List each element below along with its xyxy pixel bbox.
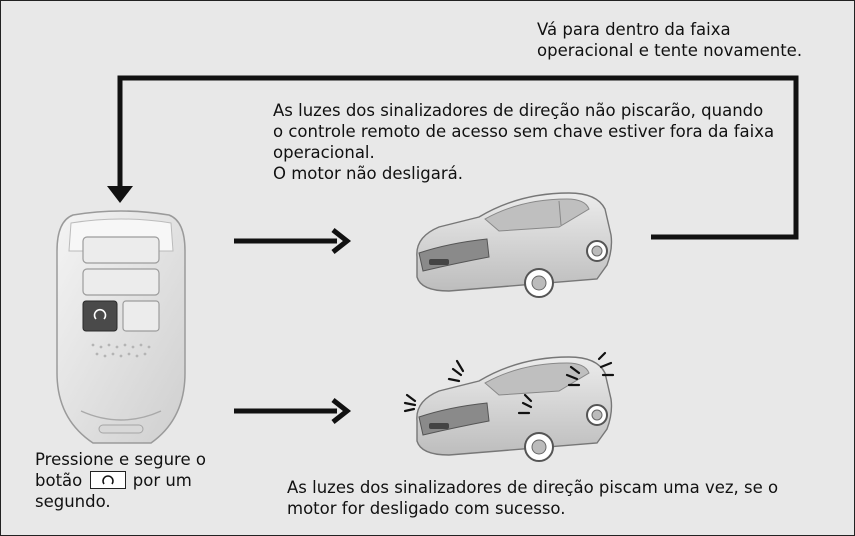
engine-stop-button-icon [89,471,126,489]
car-icon [416,356,613,462]
car-icon [416,192,613,298]
text-fragment: por um [132,471,192,490]
retry-instruction-text: Vá para dentro da faixa operacional e te… [537,19,802,61]
engine-stop-button-icon [82,300,118,332]
turn-signal-flash-icon [597,351,615,377]
text-line: motor for desligado com sucesso. [287,499,566,518]
text-line: botão por um [35,470,206,491]
press-hold-instruction: Pressione e segure o botão por um segund… [35,449,206,512]
flash-description: As luzes dos sinalizadores de direção pi… [287,477,778,519]
text-line: operacional e tente novamente. [537,41,803,60]
right-arrow-icon [234,228,352,254]
text-line: As luzes dos sinalizadores de direção pi… [287,478,779,497]
return-loop-line [107,75,799,240]
text-fragment: botão [35,471,83,490]
text-line: As luzes dos sinalizadores de direção nã… [273,101,764,120]
turn-signal-flash-icon [565,365,581,387]
turn-signal-flash-icon [517,393,533,415]
text-line: Pressione e segure o [35,450,206,469]
text-line: segundo. [35,492,111,511]
text-line: Vá para dentro da faixa [537,20,731,39]
text-line: operacional. [273,143,375,162]
no-flash-description: As luzes dos sinalizadores de direção nã… [273,100,774,184]
text-line: O motor não desligará. [273,164,464,183]
turn-signal-flash-icon [447,359,465,383]
right-arrow-icon [234,398,352,424]
text-line: o controle remoto de acesso sem chave es… [273,122,775,141]
smart-key-fob-icon [56,210,186,444]
turn-signal-flash-icon [403,393,417,413]
down-arrowhead-icon [107,186,133,203]
